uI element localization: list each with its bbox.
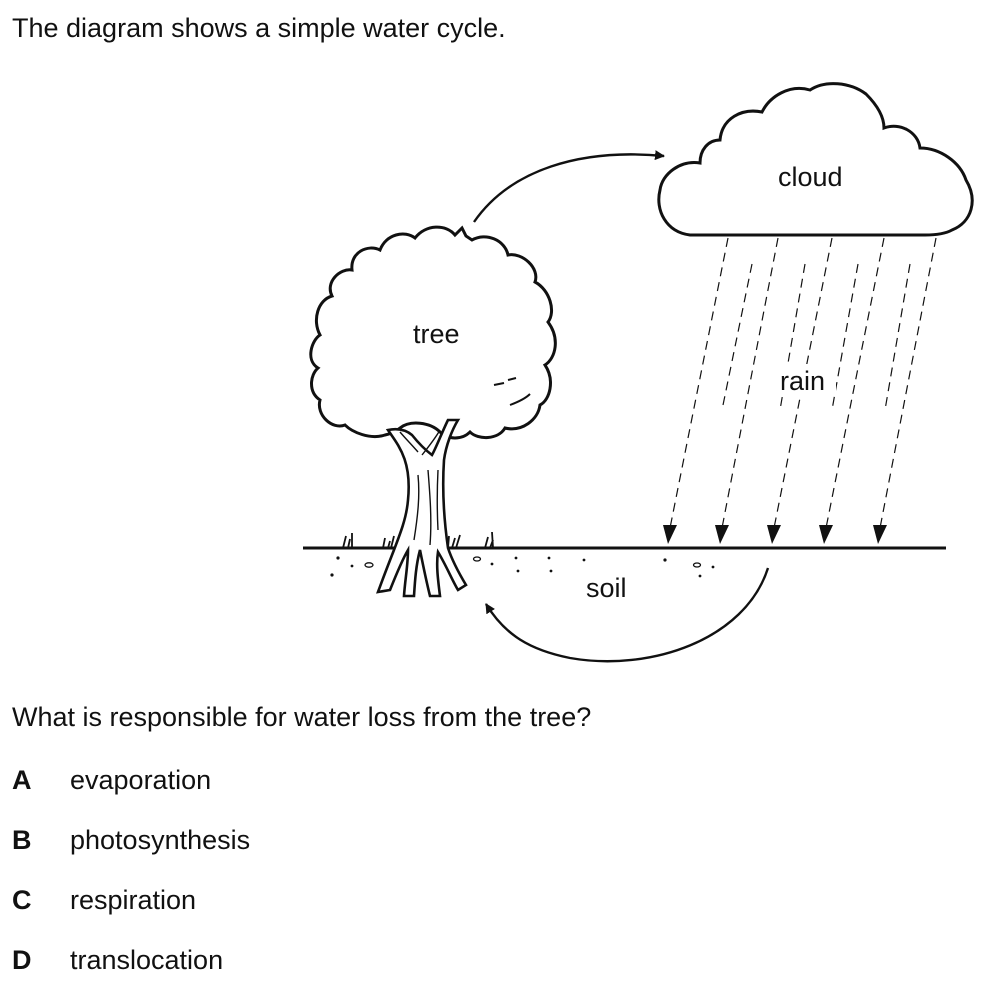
soil-water-arrow [484,567,770,663]
option-a[interactable]: A evaporation [12,763,250,823]
option-c[interactable]: C respiration [12,883,250,943]
option-text: respiration [70,885,197,915]
rain-arrowheads [663,525,887,544]
soil-label: soil [586,573,627,603]
option-letter: B [12,825,32,855]
grass-tufts [342,531,494,549]
cloud-shape [657,82,974,237]
option-letter: A [12,765,32,795]
option-letter: D [12,945,32,975]
rain-label: rain [780,366,825,396]
trunk-texture [399,429,441,546]
soil-specks [330,556,715,578]
water-cycle-diagram: cloud tree rain soil [303,82,974,663]
option-text: evaporation [70,765,212,795]
tree-label: tree [413,319,460,349]
option-letter: C [12,885,32,915]
tree-trunk [376,418,468,598]
option-b[interactable]: B photosynthesis [12,823,250,883]
option-text: translocation [70,945,224,975]
rain-label-backdrop [772,364,836,396]
question-text: What is responsible for water loss from … [12,702,592,732]
answer-options: A evaporation B photosynthesis C respira… [12,763,250,1003]
cloud-label: cloud [778,162,843,192]
canopy-details [493,377,531,406]
option-text: photosynthesis [70,825,251,855]
evaporation-arrow [473,150,665,223]
intro-text: The diagram shows a simple water cycle. [12,13,506,43]
option-d[interactable]: D translocation [12,943,250,1003]
